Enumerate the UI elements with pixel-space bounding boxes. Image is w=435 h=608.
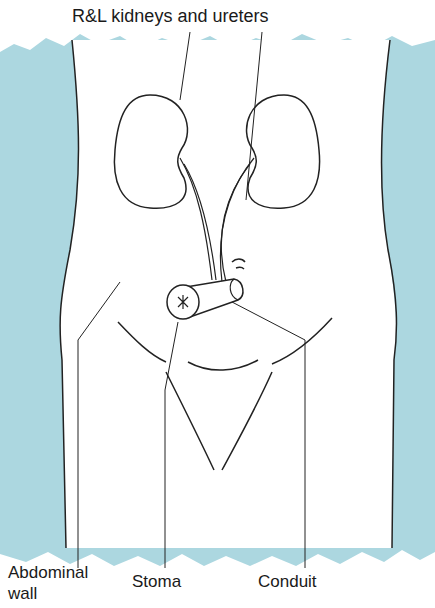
stoma (167, 285, 199, 319)
ureter (184, 164, 216, 280)
navel (232, 259, 245, 269)
conduit-end (230, 279, 238, 300)
ureter (221, 164, 250, 282)
kidney (247, 95, 320, 208)
leader-line (78, 282, 120, 568)
thigh-line (166, 372, 214, 470)
groin-line (272, 318, 332, 364)
leader-line (165, 322, 178, 568)
leader-line (232, 302, 305, 568)
thigh-line (222, 372, 272, 470)
groin-line (118, 322, 166, 362)
background-band (0, 34, 435, 566)
kidney (114, 95, 187, 208)
part-label: Conduit (258, 572, 378, 592)
stoma-opening (178, 295, 188, 309)
torso-outline (60, 40, 78, 548)
title-label: R&L kidneys and ureters (72, 6, 372, 28)
leader-line (180, 32, 190, 100)
torso (60, 40, 396, 548)
leader-line (246, 32, 262, 200)
part-label: Stoma (132, 572, 222, 592)
torso-outline (381, 40, 396, 548)
part-label: Abdominal wall (8, 563, 98, 604)
ureter (180, 158, 212, 280)
pubic-line (188, 360, 258, 370)
ureter (220, 158, 254, 282)
